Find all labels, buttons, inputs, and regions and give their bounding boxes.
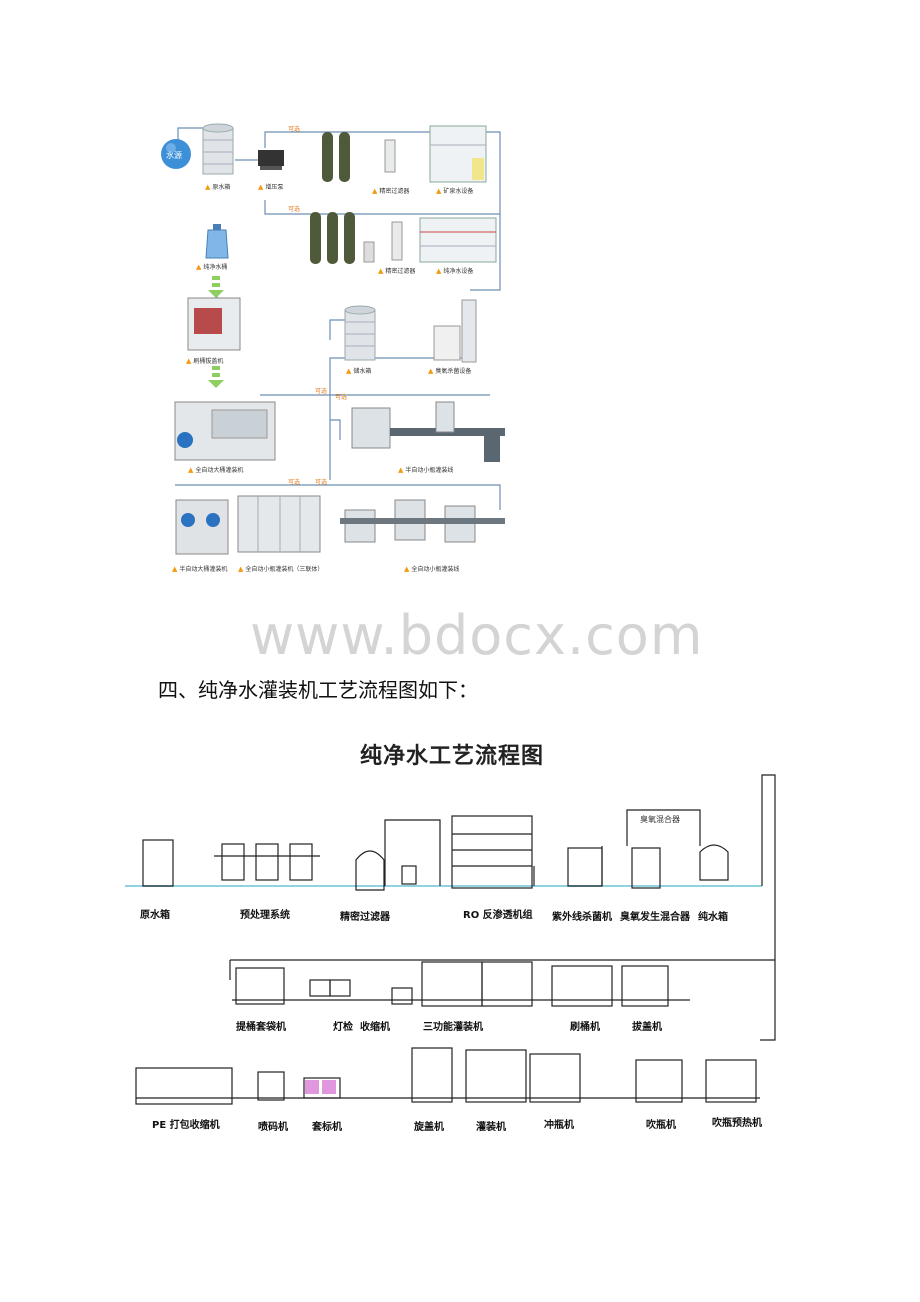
pure-water-bucket-illustration [205,224,229,259]
optional-label: 可选 [288,479,301,486]
warning-icon: ▲ [205,183,211,191]
warning-icon: ▲ [436,267,442,275]
flow-row1-label: 紫外线杀菌机 [552,912,612,923]
optional-label: 可选 [335,394,348,401]
warning-icon: ▲ [436,187,442,195]
brush-machine-label: ▲刷桶拔盖机 [186,357,224,365]
warning-icon: ▲ [378,267,384,275]
flow-row3-label: 冲瓶机 [544,1120,574,1131]
warning-icon: ▲ [188,466,194,474]
storage-tank-illustration [344,305,376,361]
semi-auto-bucket-filler-illustration [175,499,229,555]
storage-tank-label: ▲储水箱 [346,367,372,375]
full-auto-bucket-label: ▲全自动大桶灌装机 [188,466,244,474]
flow-row3-label: 套标机 [312,1122,342,1133]
optional-label: 可选 [288,126,301,133]
precision-filter-1-label: ▲精密过滤器 [372,187,410,195]
booster-pump-illustration [258,150,284,166]
flow-row2-label: 收缩机 [360,1022,390,1033]
flow-row3-label: 灌装机 [476,1122,506,1133]
three-in-one-label: ▲全自动小瓶灌装机（三联体） [238,565,324,573]
flow-row1-label: 纯水箱 [698,912,728,923]
flow-row1-label: 精密过滤器 [340,912,390,923]
ozone-equipment-illustration [433,325,461,361]
full-auto-bucket-filler-illustration [174,401,276,461]
optional-label: 可选 [315,388,328,395]
warning-icon: ▲ [404,565,410,573]
flow-row1-label: 臭氧发生混合器 [620,912,690,923]
flow-chart-title: 纯净水工艺流程图 [360,744,545,769]
optional-label: 可选 [315,479,328,486]
full-auto-small-bottle-line-illustration [340,499,505,543]
warning-icon: ▲ [372,187,378,195]
optional-label: 可选 [288,206,301,213]
warning-icon: ▲ [186,357,192,365]
flow-chart-drawing [125,774,776,1105]
flow-row3-label: 喷码机 [258,1122,288,1133]
ozone-mixer-small-label: 臭氧混合器 [640,815,680,824]
watermark: www.bdocx.com [250,604,704,667]
flow-row2-label: 拔盖机 [632,1022,662,1033]
pure-water-equipment-label: ▲纯净水设备 [436,267,474,275]
warning-icon: ▲ [398,466,404,474]
filter-columns-row2 [310,212,403,264]
flow-row3-label: PE 打包收缩机 [152,1120,220,1131]
flow-row3-label: 吹瓶预热机 [712,1118,762,1129]
booster-pump-label: ▲增压泵 [258,183,284,191]
mineral-water-equipment-illustration [429,125,487,183]
flow-row1-label: 原水箱 [140,910,170,921]
mineral-equipment-label: ▲矿泉水设备 [436,187,474,195]
warning-icon: ▲ [172,565,178,573]
warning-icon: ▲ [428,367,434,375]
flow-row2-label: 灯检 [333,1022,353,1033]
warning-icon: ▲ [258,183,264,191]
flow-row3-label: 吹瓶机 [646,1120,676,1131]
three-in-one-filler-illustration [237,495,321,553]
warning-icon: ▲ [238,565,244,573]
warning-icon: ▲ [196,263,202,271]
semi-auto-small-bottle-line-illustration [351,401,505,462]
section-heading: 四、纯净水灌装机工艺流程图如下： [158,678,478,702]
full-auto-line-label: ▲全自动小瓶灌装线 [404,565,460,573]
precision-filter-2-label: ▲精密过滤器 [378,267,416,275]
flow-row3-label: 旋盖机 [414,1122,444,1133]
flow-row2-label: 刷桶机 [570,1022,600,1033]
ozone-equipment-label: ▲臭氧杀菌设备 [428,367,472,375]
raw-tank-illustration [202,123,234,175]
flow-row1-label: RO 反渗透机组 [463,910,533,921]
water-source-label: 水源 [166,151,182,160]
raw-tank-label: ▲原水箱 [205,183,231,191]
pure-water-equipment-illustration [419,217,497,263]
flow-row2-label: 提桶套袋机 [236,1022,286,1033]
warning-icon: ▲ [346,367,352,375]
flow-row1-label: 预处理系统 [240,910,290,921]
semi-auto-small-label: ▲半自动小瓶灌装线 [398,466,454,474]
flow-row2-label: 三功能灌装机 [423,1022,483,1033]
pure-bucket-label: ▲纯净水桶 [196,263,228,271]
brush-machine-illustration [187,297,241,351]
semi-auto-bucket-label: ▲半自动大桶灌装机 [172,565,228,573]
filter-columns-row1 [322,132,396,182]
ozone-column-illustration [461,299,477,363]
